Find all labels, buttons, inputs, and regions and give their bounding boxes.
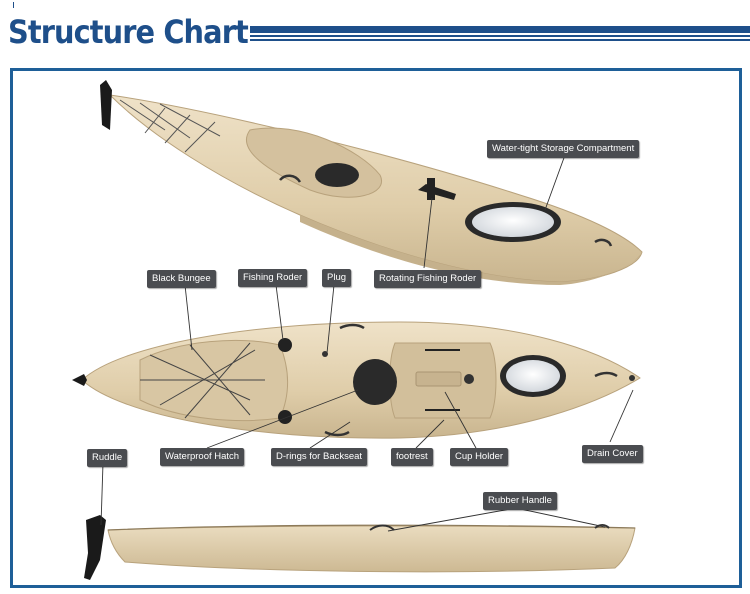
header-rule-thin xyxy=(250,39,750,41)
label-ruddle: Ruddle xyxy=(87,449,128,467)
label-rubber-handle: Rubber Handle xyxy=(483,492,557,510)
header-rule-thick xyxy=(250,26,750,33)
label-footrest: footrest xyxy=(391,448,433,466)
kayak-perspective-view xyxy=(100,80,643,285)
rudder-top-view xyxy=(100,80,112,130)
kayak-top-view xyxy=(72,321,641,439)
label-drain-cover: Drain Cover xyxy=(582,445,643,463)
bungee-cords xyxy=(140,342,265,419)
cup-holder xyxy=(415,371,462,387)
rudder-side-view xyxy=(84,515,106,580)
label-fishing-roder: Fishing Roder xyxy=(238,269,308,287)
storage-hatch-lid xyxy=(472,207,554,237)
fishing-rod-holder xyxy=(278,338,292,352)
page-title: Structure Chart xyxy=(8,13,249,51)
top-storage-hatch xyxy=(506,360,560,392)
top-hatch-cover xyxy=(353,359,397,405)
header-tick-mark xyxy=(13,2,14,8)
label-d-rings: D-rings for Backseat xyxy=(271,448,368,466)
label-plug: Plug xyxy=(322,269,352,287)
kayak-side-view xyxy=(84,515,636,580)
label-rotating-fishing-roder: Rotating Fishing Roder xyxy=(374,270,482,288)
header-rule-mid xyxy=(250,35,750,37)
bungee-cords-top xyxy=(119,99,221,153)
label-waterproof-hatch: Waterproof Hatch xyxy=(160,448,245,466)
round-hatch-cover xyxy=(315,163,359,187)
label-storage-compartment: Water-tight Storage Compartment xyxy=(487,140,640,158)
label-cup-holder: Cup Holder xyxy=(450,448,509,466)
callout-lines xyxy=(100,154,634,532)
label-black-bungee: Black Bungee xyxy=(147,270,216,288)
